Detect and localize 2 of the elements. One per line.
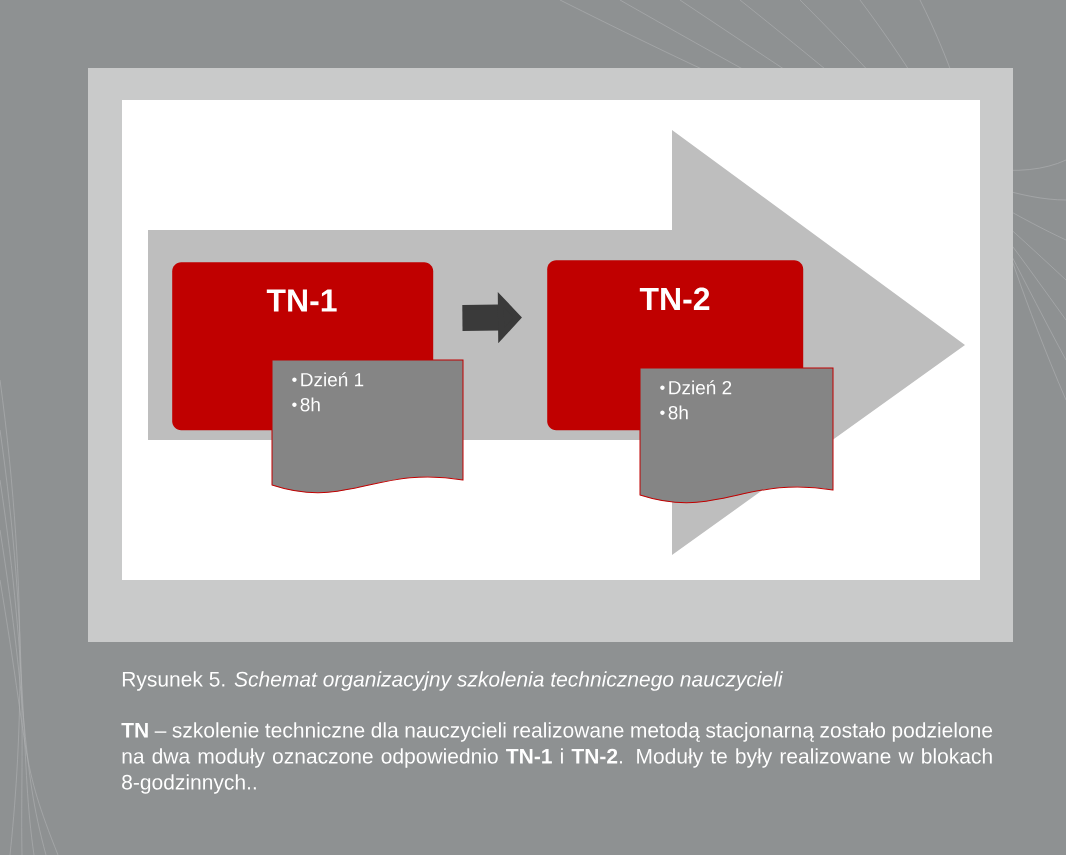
figure-caption: Rysunek 5. Schemat organizacyjny szkolenia technicznego nauczycieli xyxy=(122,671,784,691)
body-paragraph: TN – szkolenie techniczne dla nauczycieli realizowane metodą stacjonarną zostało podzielone na dwa moduły oznaczone odpowiednio TN-1 i TN-2. Moduły te były realizowane w blokach 8-godzinnych.. xyxy=(121,722,993,794)
